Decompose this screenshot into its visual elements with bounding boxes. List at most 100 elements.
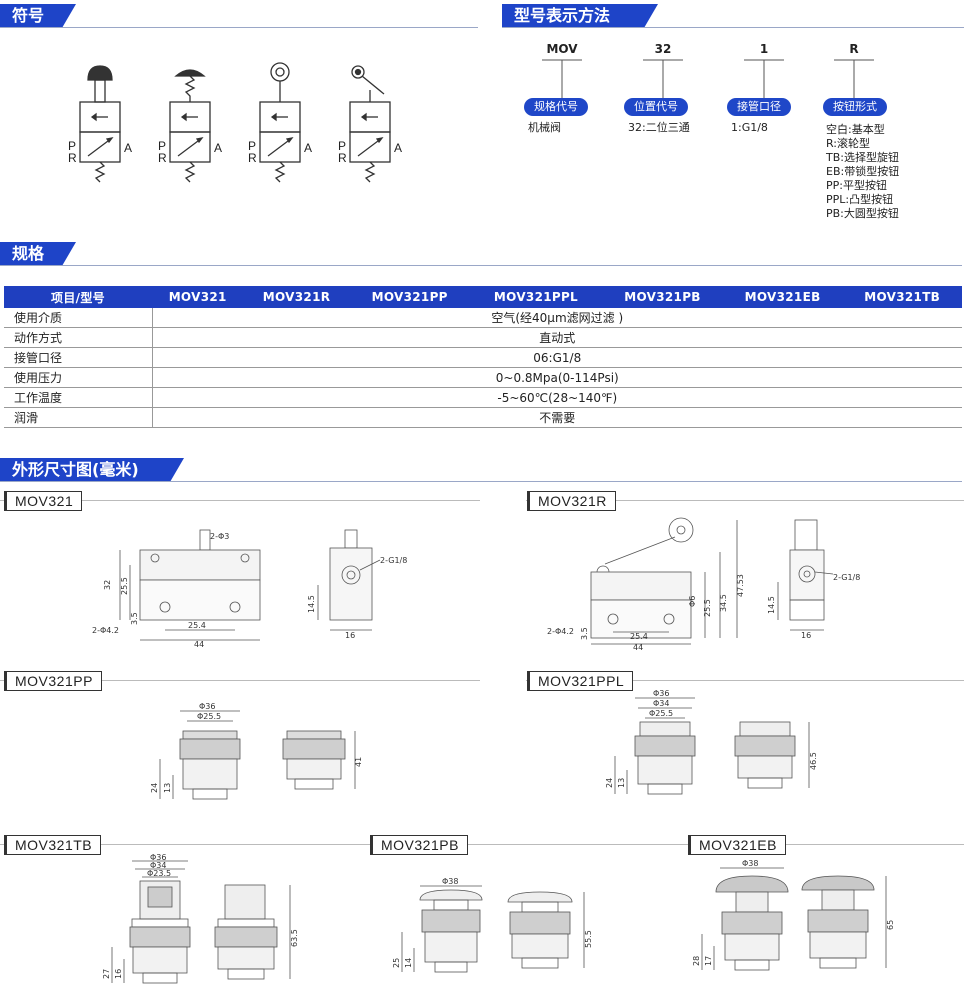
model-code-desc-button: 空白:基本型 R:滚轮型 TB:选择型旋钮 EB:带锁型按钮 PP:平型按钮 P… xyxy=(826,123,900,220)
dim-label: 34.5 xyxy=(719,594,728,612)
dim-label: 2-Φ4.2 xyxy=(547,627,574,636)
spec-header-model: MOV321PPL xyxy=(469,286,603,308)
model-label-mov321tb: MOV321TB xyxy=(4,835,102,855)
mov321pp-dimension-drawing: Φ36 Φ25.5 24 13 41 xyxy=(150,702,363,800)
spec-header-model: MOV321 xyxy=(152,286,244,308)
dim-label: 25.5 xyxy=(120,577,129,595)
model-divider xyxy=(526,500,964,501)
model-code-32: 32 xyxy=(654,42,672,56)
dim-label: Φ23.5 xyxy=(147,869,171,878)
model-label-mov321pb: MOV321PB xyxy=(370,835,468,855)
model-code-desc-position: 32:二位三通 xyxy=(628,121,690,134)
dim-label: 25.5 xyxy=(703,599,712,617)
dim-label: 32 xyxy=(103,580,112,590)
dim-label: 41 xyxy=(354,757,363,767)
dim-label: 16 xyxy=(114,969,123,979)
model-label-mov321: MOV321 xyxy=(4,491,83,511)
spec-item: 使用介质 xyxy=(4,308,152,328)
dim-label: 2-G1/8 xyxy=(833,573,860,582)
spec-value: 空气(经40μm滤网过滤 ) xyxy=(151,308,962,328)
dim-label: 46.5 xyxy=(809,752,818,770)
spec-header-model: MOV321EB xyxy=(722,286,843,308)
dim-label: Φ36 xyxy=(653,689,669,698)
dim-label: 3.5 xyxy=(130,612,139,625)
spec-value: 不需要 xyxy=(151,407,962,428)
section-spec-title: 规格 xyxy=(0,242,76,266)
spec-header-item: 项目/型号 xyxy=(4,286,152,308)
spec-table-header-row: 项目/型号 MOV321 MOV321R MOV321PP MOV321PPL … xyxy=(4,286,962,308)
model-code-connectors xyxy=(542,59,874,100)
dim-label: 25.4 xyxy=(188,621,206,630)
section-divider xyxy=(0,481,962,482)
dim-label: 65 xyxy=(886,920,895,930)
port-label-a: A xyxy=(124,141,132,155)
port-label-a: A xyxy=(304,141,312,155)
spec-item: 润滑 xyxy=(4,407,152,428)
spec-header-model: MOV321PP xyxy=(349,286,470,308)
spec-value: 0~0.8Mpa(0-114Psi) xyxy=(151,367,962,388)
roller-lever-symbol xyxy=(349,65,391,183)
dim-label: 44 xyxy=(633,643,643,652)
dim-label: 25 xyxy=(392,958,401,968)
spec-header-model: MOV321PB xyxy=(602,286,723,308)
model-divider xyxy=(526,680,964,681)
valve-symbol-diagram: PRA PRA PRA PRA xyxy=(68,62,402,183)
dim-label: 14.5 xyxy=(307,595,316,613)
dim-label: 55.5 xyxy=(584,930,593,948)
port-label-p: P xyxy=(68,139,76,153)
dim-label: Φ6 xyxy=(688,596,697,607)
dim-label: Φ34 xyxy=(653,699,669,708)
dim-label: 2-Φ3 xyxy=(210,532,229,541)
spec-header-model: MOV321R xyxy=(243,286,350,308)
model-code-mov: MOV xyxy=(546,42,578,56)
model-label-mov321eb: MOV321EB xyxy=(688,835,786,855)
port-label-p: P xyxy=(158,139,166,153)
model-code-desc-port: 1:G1/8 xyxy=(731,121,768,134)
model-code-1: 1 xyxy=(759,42,769,56)
mov321tb-dimension-drawing: Φ36 Φ34 Φ23.5 27 16 63.5 xyxy=(102,853,299,984)
dim-label: 16 xyxy=(345,631,355,640)
spec-item: 接管口径 xyxy=(4,347,152,368)
port-label-a: A xyxy=(394,141,402,155)
dim-label: 17 xyxy=(704,956,713,966)
section-divider xyxy=(0,27,478,28)
port-label-r: R xyxy=(158,151,167,165)
dim-label: 28 xyxy=(692,956,701,966)
model-label-mov321pp: MOV321PP xyxy=(4,671,102,691)
model-divider xyxy=(0,844,964,845)
section-dimensions-title: 外形尺寸图(毫米) xyxy=(0,458,184,482)
dim-label: Φ25.5 xyxy=(649,709,673,718)
dim-label: 13 xyxy=(163,783,172,793)
dim-label: 2-Φ4.2 xyxy=(92,626,119,635)
dim-label: 27 xyxy=(102,969,111,979)
spec-header-model: MOV321TB xyxy=(842,286,962,308)
mov321pb-dimension-drawing: Φ38 25 14 55.5 xyxy=(392,877,593,973)
table-row: 动作方式直动式 xyxy=(4,327,962,348)
section-divider xyxy=(502,27,964,28)
dim-label: 24 xyxy=(605,778,614,788)
table-row: 润滑不需要 xyxy=(4,407,962,428)
port-label-r: R xyxy=(338,151,347,165)
spec-item: 使用压力 xyxy=(4,367,152,388)
dim-label: 44 xyxy=(194,640,204,649)
dim-label: Φ38 xyxy=(442,877,458,886)
spec-item: 动作方式 xyxy=(4,327,152,348)
dim-label: 3.5 xyxy=(580,627,589,640)
dim-label: 14.5 xyxy=(767,596,776,614)
port-label-a: A xyxy=(214,141,222,155)
dim-label: 24 xyxy=(150,783,159,793)
port-label-p: P xyxy=(248,139,256,153)
table-row: 使用介质空气(经40μm滤网过滤 ) xyxy=(4,308,962,328)
mov321r-dimension-drawing: Φ6 25.5 34.5 47.53 2-Φ4.2 25.4 44 3.5 2-… xyxy=(547,517,860,652)
dim-label: 25.4 xyxy=(630,632,648,641)
roller-symbol xyxy=(259,62,301,183)
port-label-r: R xyxy=(68,151,77,165)
dim-label: 63.5 xyxy=(290,929,299,947)
spec-value: -5~60℃(28~140℉) xyxy=(151,387,962,408)
section-symbol-title: 符号 xyxy=(0,4,76,28)
mov321-dimension-drawing: 2-Φ3 32 25.5 2-Φ4.2 25.4 44 3.5 2-G1/8 1… xyxy=(92,529,407,649)
dim-label: Φ38 xyxy=(742,859,758,868)
spec-value: 06:G1/8 xyxy=(151,347,962,368)
model-label-mov321r: MOV321R xyxy=(527,491,616,511)
